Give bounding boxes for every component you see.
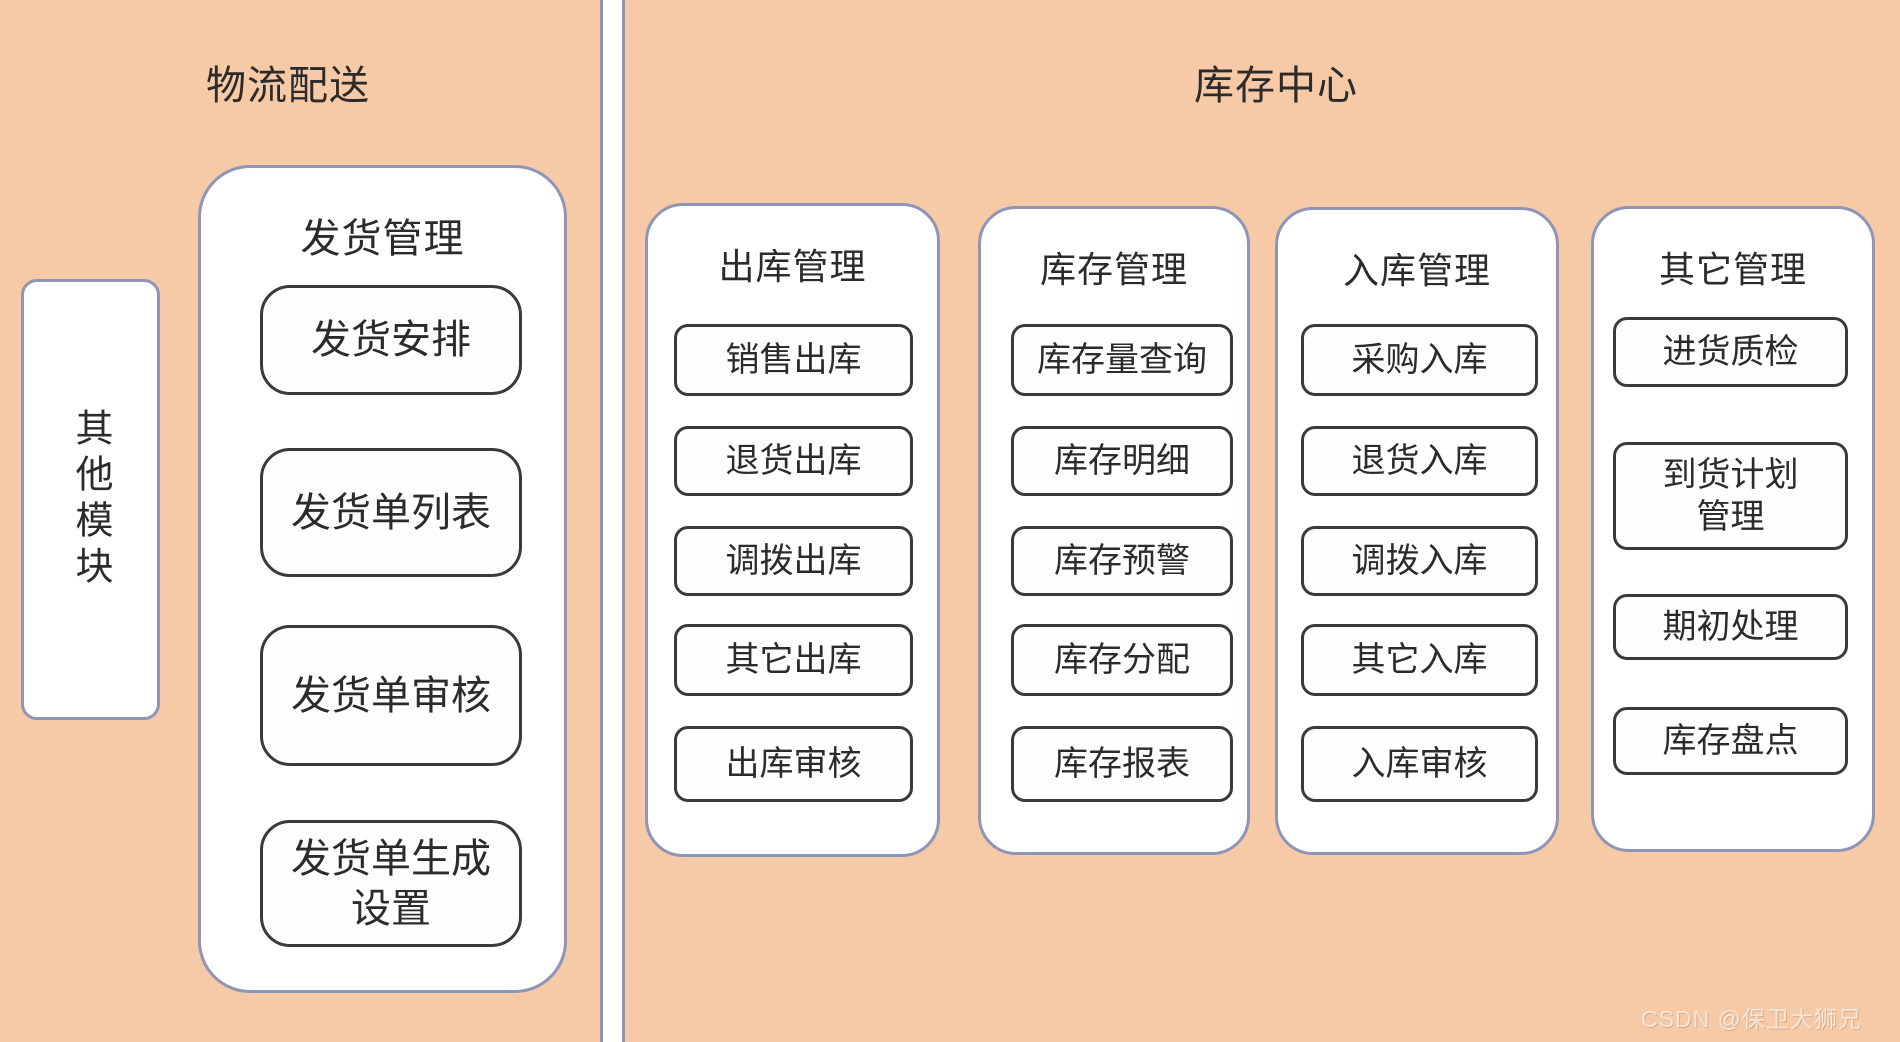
misc-item-box: 到货计划管理 [1613,442,1848,550]
outbound-management-group: 出库管理 销售出库 退货出库 调拨出库 其它出库 出库审核 [645,203,940,857]
inbound-item-box: 调拨入库 [1301,526,1538,596]
misc-item-box: 库存盘点 [1613,707,1848,775]
stock-item-box: 库存预警 [1011,526,1233,596]
outbound-item-box: 其它出库 [674,624,913,696]
stock-item-label: 库存明细 [1054,441,1190,480]
misc-item-box: 期初处理 [1613,594,1848,660]
outbound-item-label: 调拨出库 [725,541,862,580]
inbound-group-title: 入库管理 [1342,250,1491,291]
misc-item-label: 库存盘点 [1662,721,1799,760]
other-module-label: 其他模块 [69,407,111,592]
outbound-item-box: 退货出库 [674,426,913,496]
inbound-item-box: 退货入库 [1301,426,1538,496]
stock-item-label: 库存量查询 [1037,340,1207,379]
shipping-item-box: 发货安排 [260,285,522,395]
misc-item-label: 进货质检 [1662,332,1799,371]
inbound-item-label: 退货入库 [1351,441,1488,480]
stock-item-label: 库存报表 [1054,744,1190,783]
shipping-item-label: 发货单生成设置 [291,836,491,931]
shipping-item-box: 发货单生成设置 [260,820,522,947]
other-module-box: 其他模块 [21,279,160,720]
inbound-item-label: 采购入库 [1351,340,1488,379]
outbound-item-box: 出库审核 [674,726,913,802]
stock-item-box: 库存分配 [1011,624,1233,696]
inbound-item-label: 调拨入库 [1351,541,1488,580]
misc-item-label: 到货计划管理 [1662,455,1799,537]
shipping-item-label: 发货安排 [311,318,471,362]
shipping-item-label: 发货单审核 [291,673,491,718]
inbound-management-group: 入库管理 采购入库 退货入库 调拨入库 其它入库 入库审核 [1275,207,1559,855]
inventory-section-title: 库存中心 [1194,64,1358,108]
stock-item-label: 库存分配 [1054,640,1190,679]
stock-management-group: 库存管理 库存量查询 库存明细 库存预警 库存分配 库存报表 [978,206,1250,855]
outbound-item-label: 退货出库 [725,441,862,480]
outbound-group-title: 出库管理 [718,246,867,287]
stock-item-box: 库存明细 [1011,426,1233,496]
misc-item-label: 期初处理 [1662,607,1799,646]
stock-group-title: 库存管理 [1039,249,1188,290]
stock-item-box: 库存量查询 [1011,324,1233,396]
misc-item-box: 进货质检 [1613,317,1848,387]
shipping-item-box: 发货单审核 [260,625,522,766]
outbound-item-box: 调拨出库 [674,526,913,596]
inbound-item-label: 入库审核 [1351,744,1488,783]
csdn-watermark: CSDN @保卫大狮兄 [1641,1006,1862,1032]
outbound-item-label: 其它出库 [725,640,862,679]
logistics-section: 物流配送 其他模块 发货管理 发货安排 发货单列表 发货单审核 发货单生成设置 [0,0,603,1042]
logistics-section-title: 物流配送 [206,64,370,108]
misc-group-title: 其它管理 [1658,249,1807,290]
inbound-item-box: 其它入库 [1301,624,1538,696]
shipping-management-group: 发货管理 发货安排 发货单列表 发货单审核 发货单生成设置 [198,165,567,993]
inbound-item-box: 采购入库 [1301,324,1538,396]
shipping-item-box: 发货单列表 [260,448,522,577]
inbound-item-label: 其它入库 [1351,640,1488,679]
shipping-item-label: 发货单列表 [291,490,491,535]
inventory-section: 库存中心 出库管理 销售出库 退货出库 调拨出库 其它出库 出库审核 库存管理 [622,0,1900,1042]
outbound-item-label: 销售出库 [725,340,862,379]
stock-item-box: 库存报表 [1011,726,1233,802]
outbound-item-box: 销售出库 [674,324,913,396]
inbound-item-box: 入库审核 [1301,726,1538,802]
outbound-item-label: 出库审核 [725,744,862,783]
shipping-group-title: 发货管理 [300,217,465,261]
stock-item-label: 库存预警 [1054,541,1190,580]
misc-management-group: 其它管理 进货质检 到货计划管理 期初处理 库存盘点 [1591,206,1875,852]
